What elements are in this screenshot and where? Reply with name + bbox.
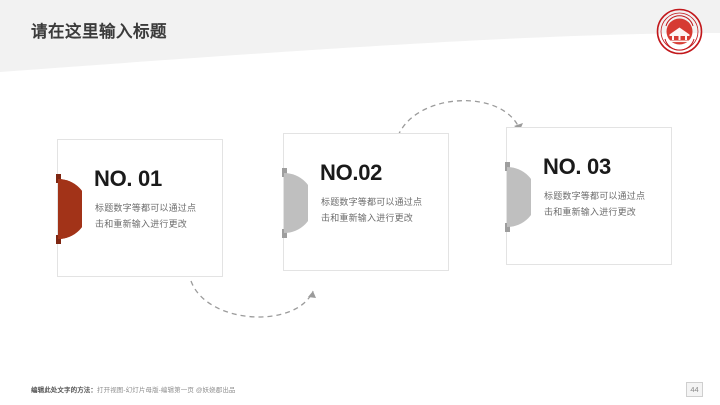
semicircle-badge-gray [261,168,308,238]
card-title: NO. 01 [94,166,162,191]
card-body-text: 标题数字等都可以通过点击和重新输入进行更改 [544,191,646,217]
arrow-card1-to-card2 [185,277,325,342]
card-title: NO.02 [320,160,383,185]
page-title: 请在这里输入标题 [31,23,167,41]
footer-note-text: 打开视图-幻灯片母版-编辑第一页 @妖娆郡出品 [97,387,236,394]
footer-note-label: 编辑此处文字的方法： [31,387,97,394]
semicircle-badge-red [35,174,82,244]
info-card-1[interactable]: NO. 01 标题数字等都可以通过点击和重新输入进行更改 [56,139,223,277]
card-title: NO. 03 [543,154,611,179]
semicircle-badge-gray [484,162,531,232]
footer-note: 编辑此处文字的方法：打开视图-幻灯片母版-编辑第一页 @妖娆郡出品 [31,384,236,394]
university-seal-logo [656,8,703,55]
page-number-badge: 44 [686,382,703,397]
card-body-text: 标题数字等都可以通过点击和重新输入进行更改 [321,197,423,223]
card-body-text: 标题数字等都可以通过点击和重新输入进行更改 [95,203,197,229]
info-card-3[interactable]: NO. 03 标题数字等都可以通过点击和重新输入进行更改 [505,127,672,265]
info-card-2[interactable]: NO.02 标题数字等都可以通过点击和重新输入进行更改 [282,133,449,271]
